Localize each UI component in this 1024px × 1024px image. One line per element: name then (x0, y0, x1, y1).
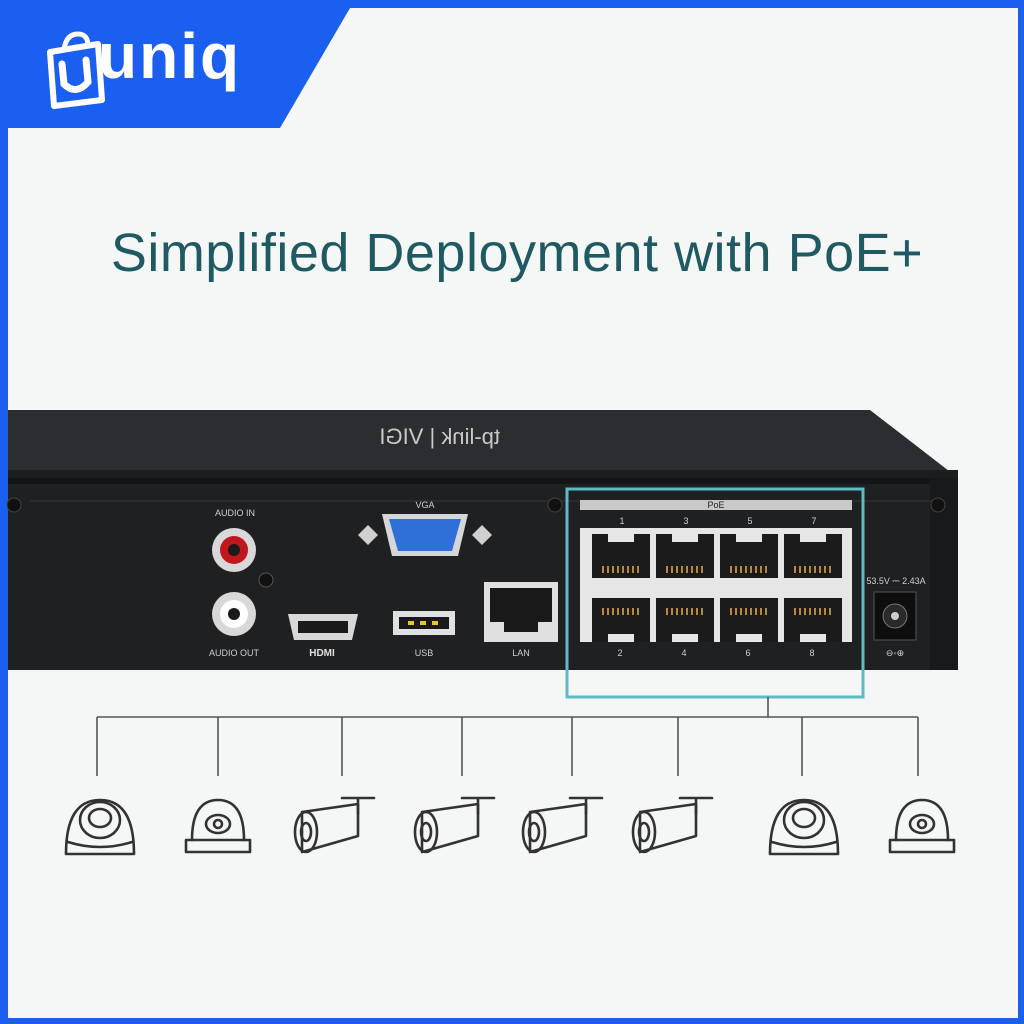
ceiling-camera-icon (888, 798, 956, 854)
power-rating-label: 53.5V ⎓ 2.43A (866, 576, 925, 586)
poe-highlight-frame (565, 487, 865, 699)
poe-port-number-1: 1 (619, 516, 624, 526)
bullet-camera-icon (631, 796, 714, 854)
poe-port-number-2: 2 (617, 648, 622, 658)
bullet-camera-icon (293, 796, 376, 854)
brand-logo: uniq (0, 0, 1024, 128)
dome-camera-icon (64, 798, 136, 856)
poe-port (656, 598, 714, 642)
audio-in-label: AUDIO IN (215, 508, 255, 518)
poe-port (592, 534, 650, 578)
ceiling-camera-icon (184, 798, 252, 854)
brand-name: uniq (98, 20, 242, 92)
poe-port-number-4: 4 (681, 648, 686, 658)
page-title: Simplified Deployment with PoE+ (110, 223, 924, 283)
dome-camera-icon (768, 798, 840, 856)
poe-port (656, 534, 714, 578)
connection-lines (96, 697, 919, 776)
poe-ports (592, 534, 842, 642)
hdmi-label: HDMI (309, 648, 335, 659)
polarity-icon: ⊖◦⊕ (886, 648, 904, 658)
shopping-bag-icon (47, 31, 105, 109)
poe-port-number-6: 6 (745, 648, 750, 658)
poe-port (592, 598, 650, 642)
poe-port (720, 534, 778, 578)
usb-label: USB (415, 648, 434, 658)
bullet-camera-icon (521, 796, 604, 854)
device-top-logo: tp-link | VIGI (379, 424, 500, 449)
audio-out-label: AUDIO OUT (209, 648, 260, 658)
poe-port (720, 598, 778, 642)
poe-label: PoE (707, 500, 724, 510)
poe-port-number-7: 7 (811, 516, 816, 526)
poe-port (784, 598, 842, 642)
poe-port-number-5: 5 (747, 516, 752, 526)
poe-port (784, 534, 842, 578)
bullet-camera-icon (413, 796, 496, 854)
lan-label: LAN (512, 648, 530, 658)
vga-label: VGA (415, 500, 434, 510)
device-top-cover (8, 410, 958, 478)
poe-port-number-3: 3 (683, 516, 688, 526)
poe-port-number-8: 8 (809, 648, 814, 658)
